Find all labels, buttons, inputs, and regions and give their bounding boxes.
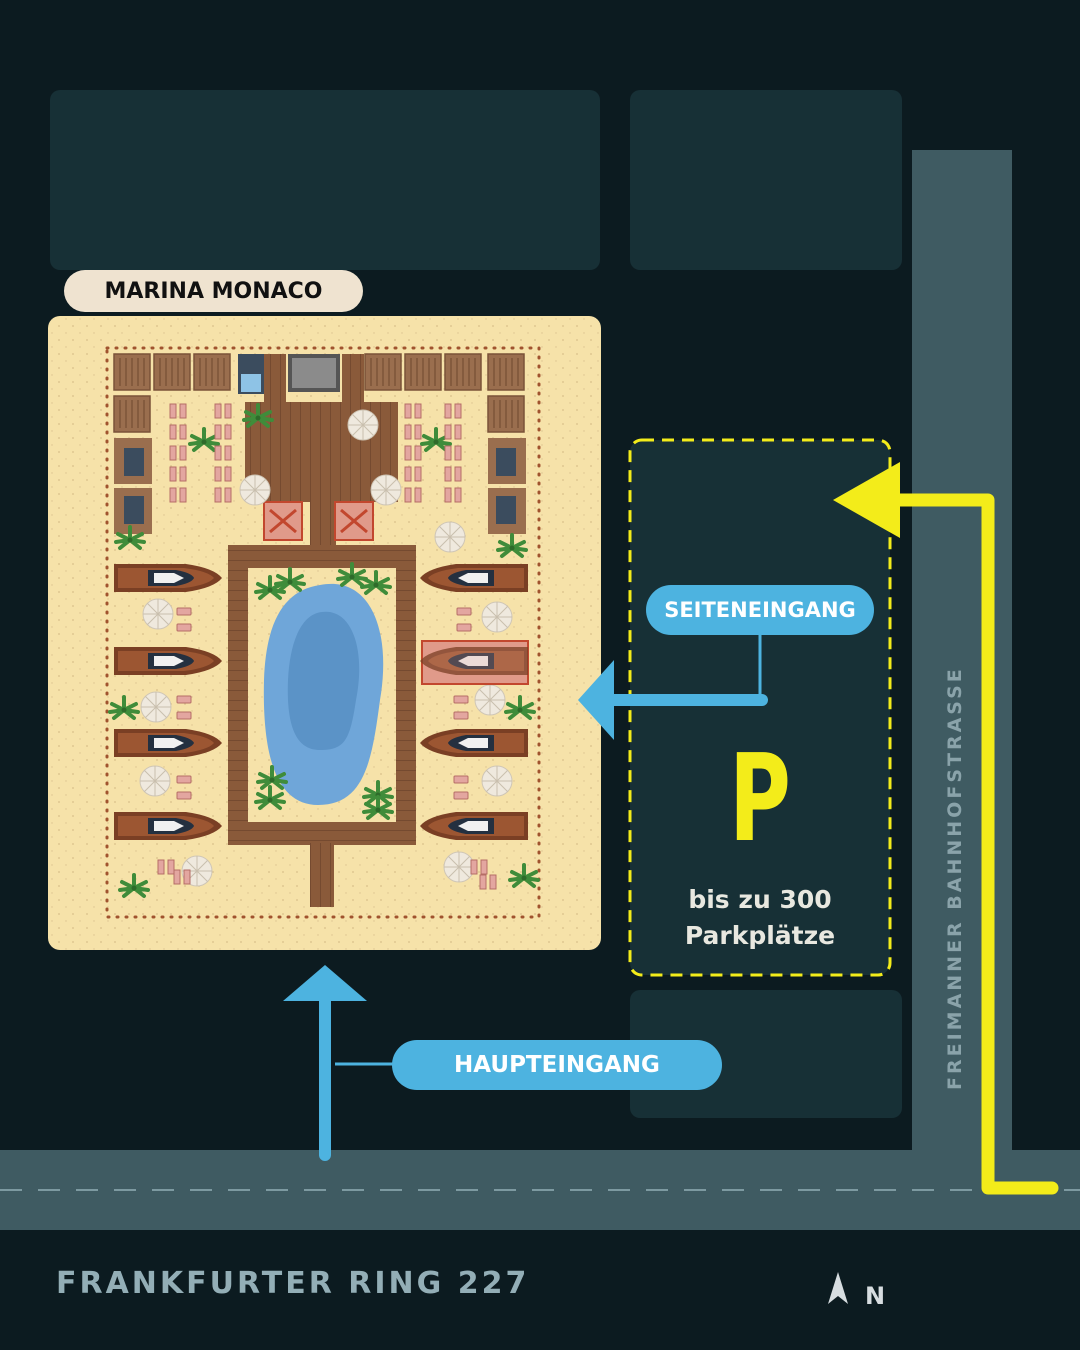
building-block <box>50 90 600 270</box>
parking-area <box>628 438 892 977</box>
parking-route <box>833 462 1059 1195</box>
parking-capacity-line1: bis zu 300 <box>688 885 832 914</box>
boat-berths <box>114 564 529 840</box>
main-street-address: FRANKFURTER RING 227 <box>56 1266 530 1301</box>
parking-symbol: P <box>729 730 791 869</box>
side-street <box>912 150 1012 1150</box>
side-entrance-label: SEITENEINGANG <box>646 585 874 635</box>
main-entrance-label: HAUPTEINGANG <box>392 1040 722 1090</box>
side-entrance-arrow <box>578 633 768 740</box>
venue-plan <box>48 316 601 950</box>
side-street-name: FREIMANNER BAHNHOFSTRASSE <box>944 666 966 1090</box>
fence <box>105 346 541 919</box>
building-block <box>630 90 902 270</box>
north-arrow-icon <box>828 1272 848 1304</box>
compass-label: N <box>865 1282 886 1310</box>
beach-cabins <box>113 353 526 534</box>
parking-capacity: bis zu 300 Parkplätze <box>640 882 880 954</box>
venue-name-label: MARINA MONACO <box>64 270 363 312</box>
main-entrance-arrow <box>283 965 394 1161</box>
parking-capacity-line2: Parkplätze <box>684 921 836 950</box>
